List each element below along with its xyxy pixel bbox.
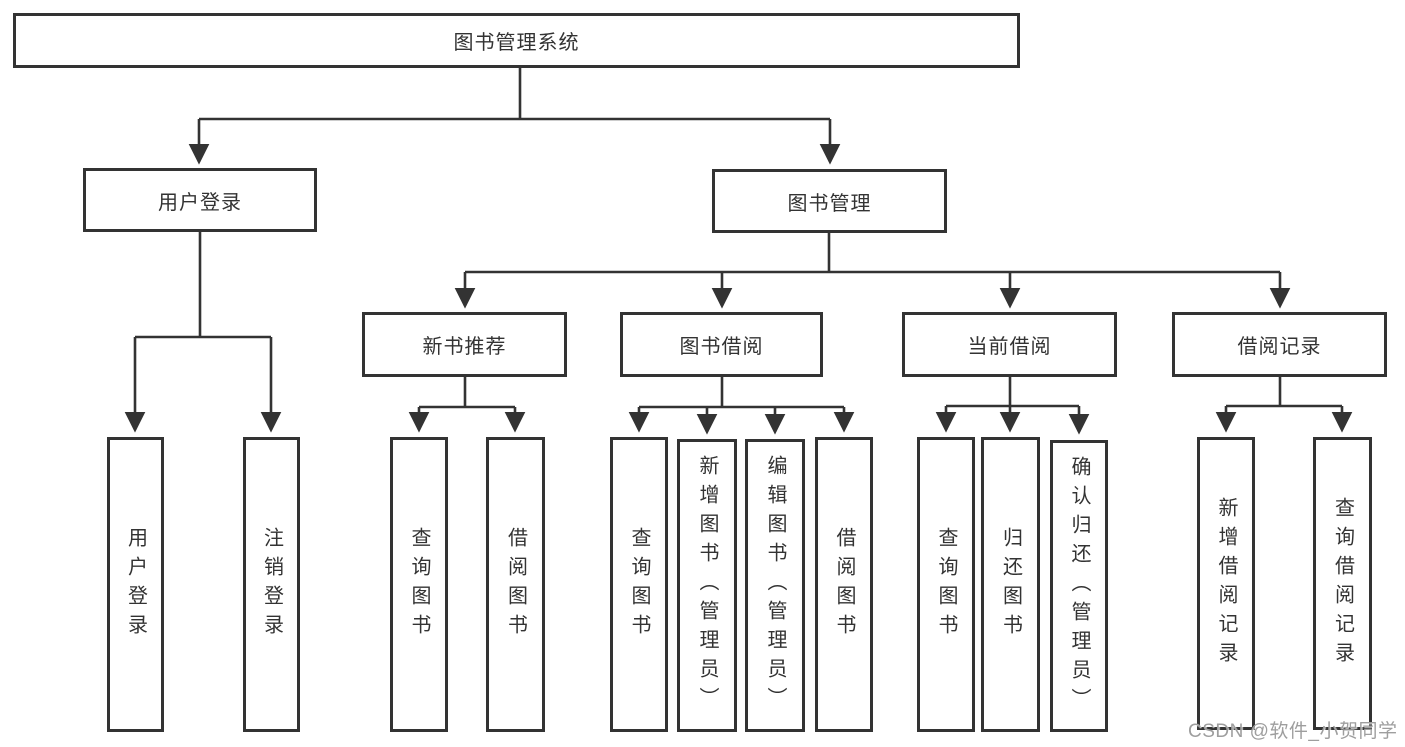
csdn-watermark: CSDN @软件_小贺同学 (1188, 721, 1398, 742)
leaf-rec-borrow-book-label: 借阅图书 (504, 526, 527, 643)
leaf-cb-query-book: 查询图书 (917, 437, 975, 732)
node-borrow-record: 借阅记录 (1172, 312, 1387, 377)
node-current-borrow: 当前借阅 (902, 312, 1117, 377)
leaf-rec-query-book: 查询图书 (390, 437, 448, 732)
leaf-bb-query-book-label: 查询图书 (628, 526, 650, 643)
node-root-label: 图书管理系统 (453, 32, 580, 54)
leaf-cb-return-book: 归还图书 (981, 437, 1040, 732)
leaf-br-query-record: 查询借阅记录 (1313, 437, 1372, 730)
leaf-cb-query-book-label: 查询图书 (935, 526, 957, 643)
node-borrow-record-label: 借阅记录 (1237, 336, 1322, 358)
leaf-logout: 注销登录 (243, 437, 300, 732)
node-user-login-label: 用户登录 (158, 191, 242, 214)
leaf-cb-confirm-return: 确认归还（管理员） (1050, 440, 1108, 732)
node-root: 图书管理系统 (13, 13, 1020, 68)
leaf-logout-label: 注销登录 (260, 526, 283, 643)
leaf-bb-add-book-label: 新增图书（管理员） (696, 455, 718, 716)
leaf-rec-borrow-book: 借阅图书 (486, 437, 545, 732)
leaf-user-login: 用户登录 (107, 437, 164, 732)
node-book-borrow: 图书借阅 (620, 312, 823, 377)
leaf-user-login-label: 用户登录 (124, 526, 147, 643)
leaf-bb-edit-book-label: 编辑图书（管理员） (764, 455, 786, 716)
leaf-bb-borrow-book-label: 借阅图书 (833, 526, 855, 643)
node-new-book-rec-label: 新书推荐 (422, 336, 507, 358)
leaf-rec-query-book-label: 查询图书 (408, 526, 430, 643)
leaf-cb-confirm-return-label: 确认归还（管理员） (1068, 455, 1090, 717)
leaf-bb-edit-book: 编辑图书（管理员） (745, 439, 805, 732)
node-book-manage-label: 图书管理 (787, 192, 872, 215)
node-book-borrow-label: 图书借阅 (679, 336, 764, 358)
leaf-br-add-record: 新增借阅记录 (1197, 437, 1255, 730)
node-current-borrow-label: 当前借阅 (967, 336, 1052, 358)
leaf-bb-add-book: 新增图书（管理员） (677, 439, 737, 732)
leaf-br-add-record-label: 新增借阅记录 (1215, 496, 1237, 671)
leaf-bb-query-book: 查询图书 (610, 437, 668, 732)
node-new-book-rec: 新书推荐 (362, 312, 567, 377)
node-book-manage: 图书管理 (712, 169, 947, 233)
leaf-br-query-record-label: 查询借阅记录 (1331, 496, 1354, 671)
leaf-cb-return-book-label: 归还图书 (999, 526, 1022, 643)
node-user-login: 用户登录 (83, 168, 317, 232)
leaf-bb-borrow-book: 借阅图书 (815, 437, 873, 732)
